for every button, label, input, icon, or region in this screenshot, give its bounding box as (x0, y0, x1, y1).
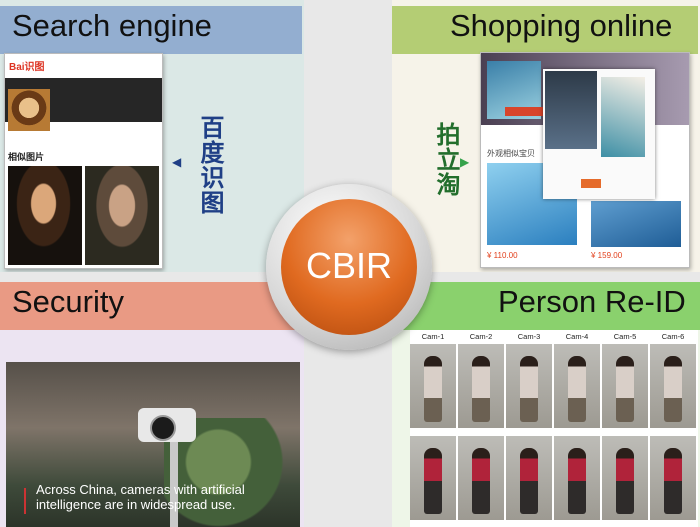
person-image (506, 436, 552, 520)
shop-badge (505, 107, 543, 116)
search-engine-title: Search engine (12, 8, 212, 43)
person-image (554, 436, 600, 520)
security-title: Security (12, 284, 124, 319)
person-image (506, 344, 552, 428)
similar-items-label: 外观相似宝贝 (487, 149, 535, 158)
result-image (8, 166, 82, 265)
cbir-badge-core: CBIR (281, 199, 417, 335)
person-image (602, 436, 648, 520)
reid-title-band (394, 282, 700, 330)
person-image (602, 344, 648, 428)
search-engine-title-band (0, 6, 302, 54)
product-price: ¥ 159.00 (591, 251, 623, 260)
arrow-right-icon: ▶ (460, 155, 470, 169)
camera-label: Cam-3 (517, 332, 541, 341)
security-panel: Security Across China, cameras with arti… (0, 282, 304, 527)
camera-lens (150, 415, 176, 441)
reid-panel: Person Re-ID Cam-1 Cam-2 Cam-3 Cam-4 Cam… (392, 282, 700, 527)
arrow-left-icon: ◀ (172, 155, 182, 169)
baidu-shitu-label: 百度识图 (196, 115, 223, 215)
cbir-label: CBIR (305, 245, 392, 286)
result-image (85, 166, 159, 265)
taobao-screenshot: 外观相似宝贝 ¥ 110.00 ¥ 159.00 (480, 52, 690, 268)
video-caption: Across China, cameras with artificial in… (36, 482, 245, 512)
popup-image (545, 71, 597, 149)
camera-label: Cam-2 (469, 332, 493, 341)
camera-label: Cam-5 (613, 332, 637, 341)
shopping-title-band (392, 6, 698, 54)
crop-popup (543, 69, 655, 199)
security-title-band (0, 282, 302, 330)
person-image (554, 344, 600, 428)
similar-images-label: 相似图片 (8, 152, 45, 162)
camera-pole (170, 442, 178, 527)
reid-grid: Cam-1 Cam-2 Cam-3 Cam-4 Cam-5 Cam-6 (410, 330, 698, 527)
product-image (591, 201, 681, 247)
caption-bar (24, 488, 26, 514)
pailitao-label: 拍立淘 (432, 122, 459, 197)
person-image (650, 344, 696, 428)
camera-label: Cam-6 (661, 332, 685, 341)
person-image (458, 344, 504, 428)
cbir-badge: CBIR (266, 184, 432, 350)
person-image (650, 436, 696, 520)
confirm-button (581, 179, 601, 188)
security-video-frame: Across China, cameras with artificial in… (6, 362, 300, 527)
search-engine-panel: Search engine Bai识图 相似图片 ◀ 百度识图 (0, 0, 304, 272)
baidu-logo: Bai识图 (9, 62, 45, 73)
query-image (8, 89, 50, 131)
camera-label: Cam-4 (565, 332, 589, 341)
product-price: ¥ 110.00 (487, 251, 518, 260)
popup-image (601, 77, 645, 157)
shopping-title: Shopping online (450, 8, 673, 43)
person-image (410, 344, 456, 428)
person-image (410, 436, 456, 520)
camera-label: Cam-1 (421, 332, 445, 341)
camera-icon (138, 408, 196, 442)
baidu-screenshot: Bai识图 相似图片 (4, 53, 163, 269)
reid-title: Person Re-ID (498, 284, 686, 319)
shopping-panel: Shopping online 拍立淘 ▶ 外观相似宝贝 ¥ 110.00 ¥ … (392, 0, 700, 272)
person-image (458, 436, 504, 520)
